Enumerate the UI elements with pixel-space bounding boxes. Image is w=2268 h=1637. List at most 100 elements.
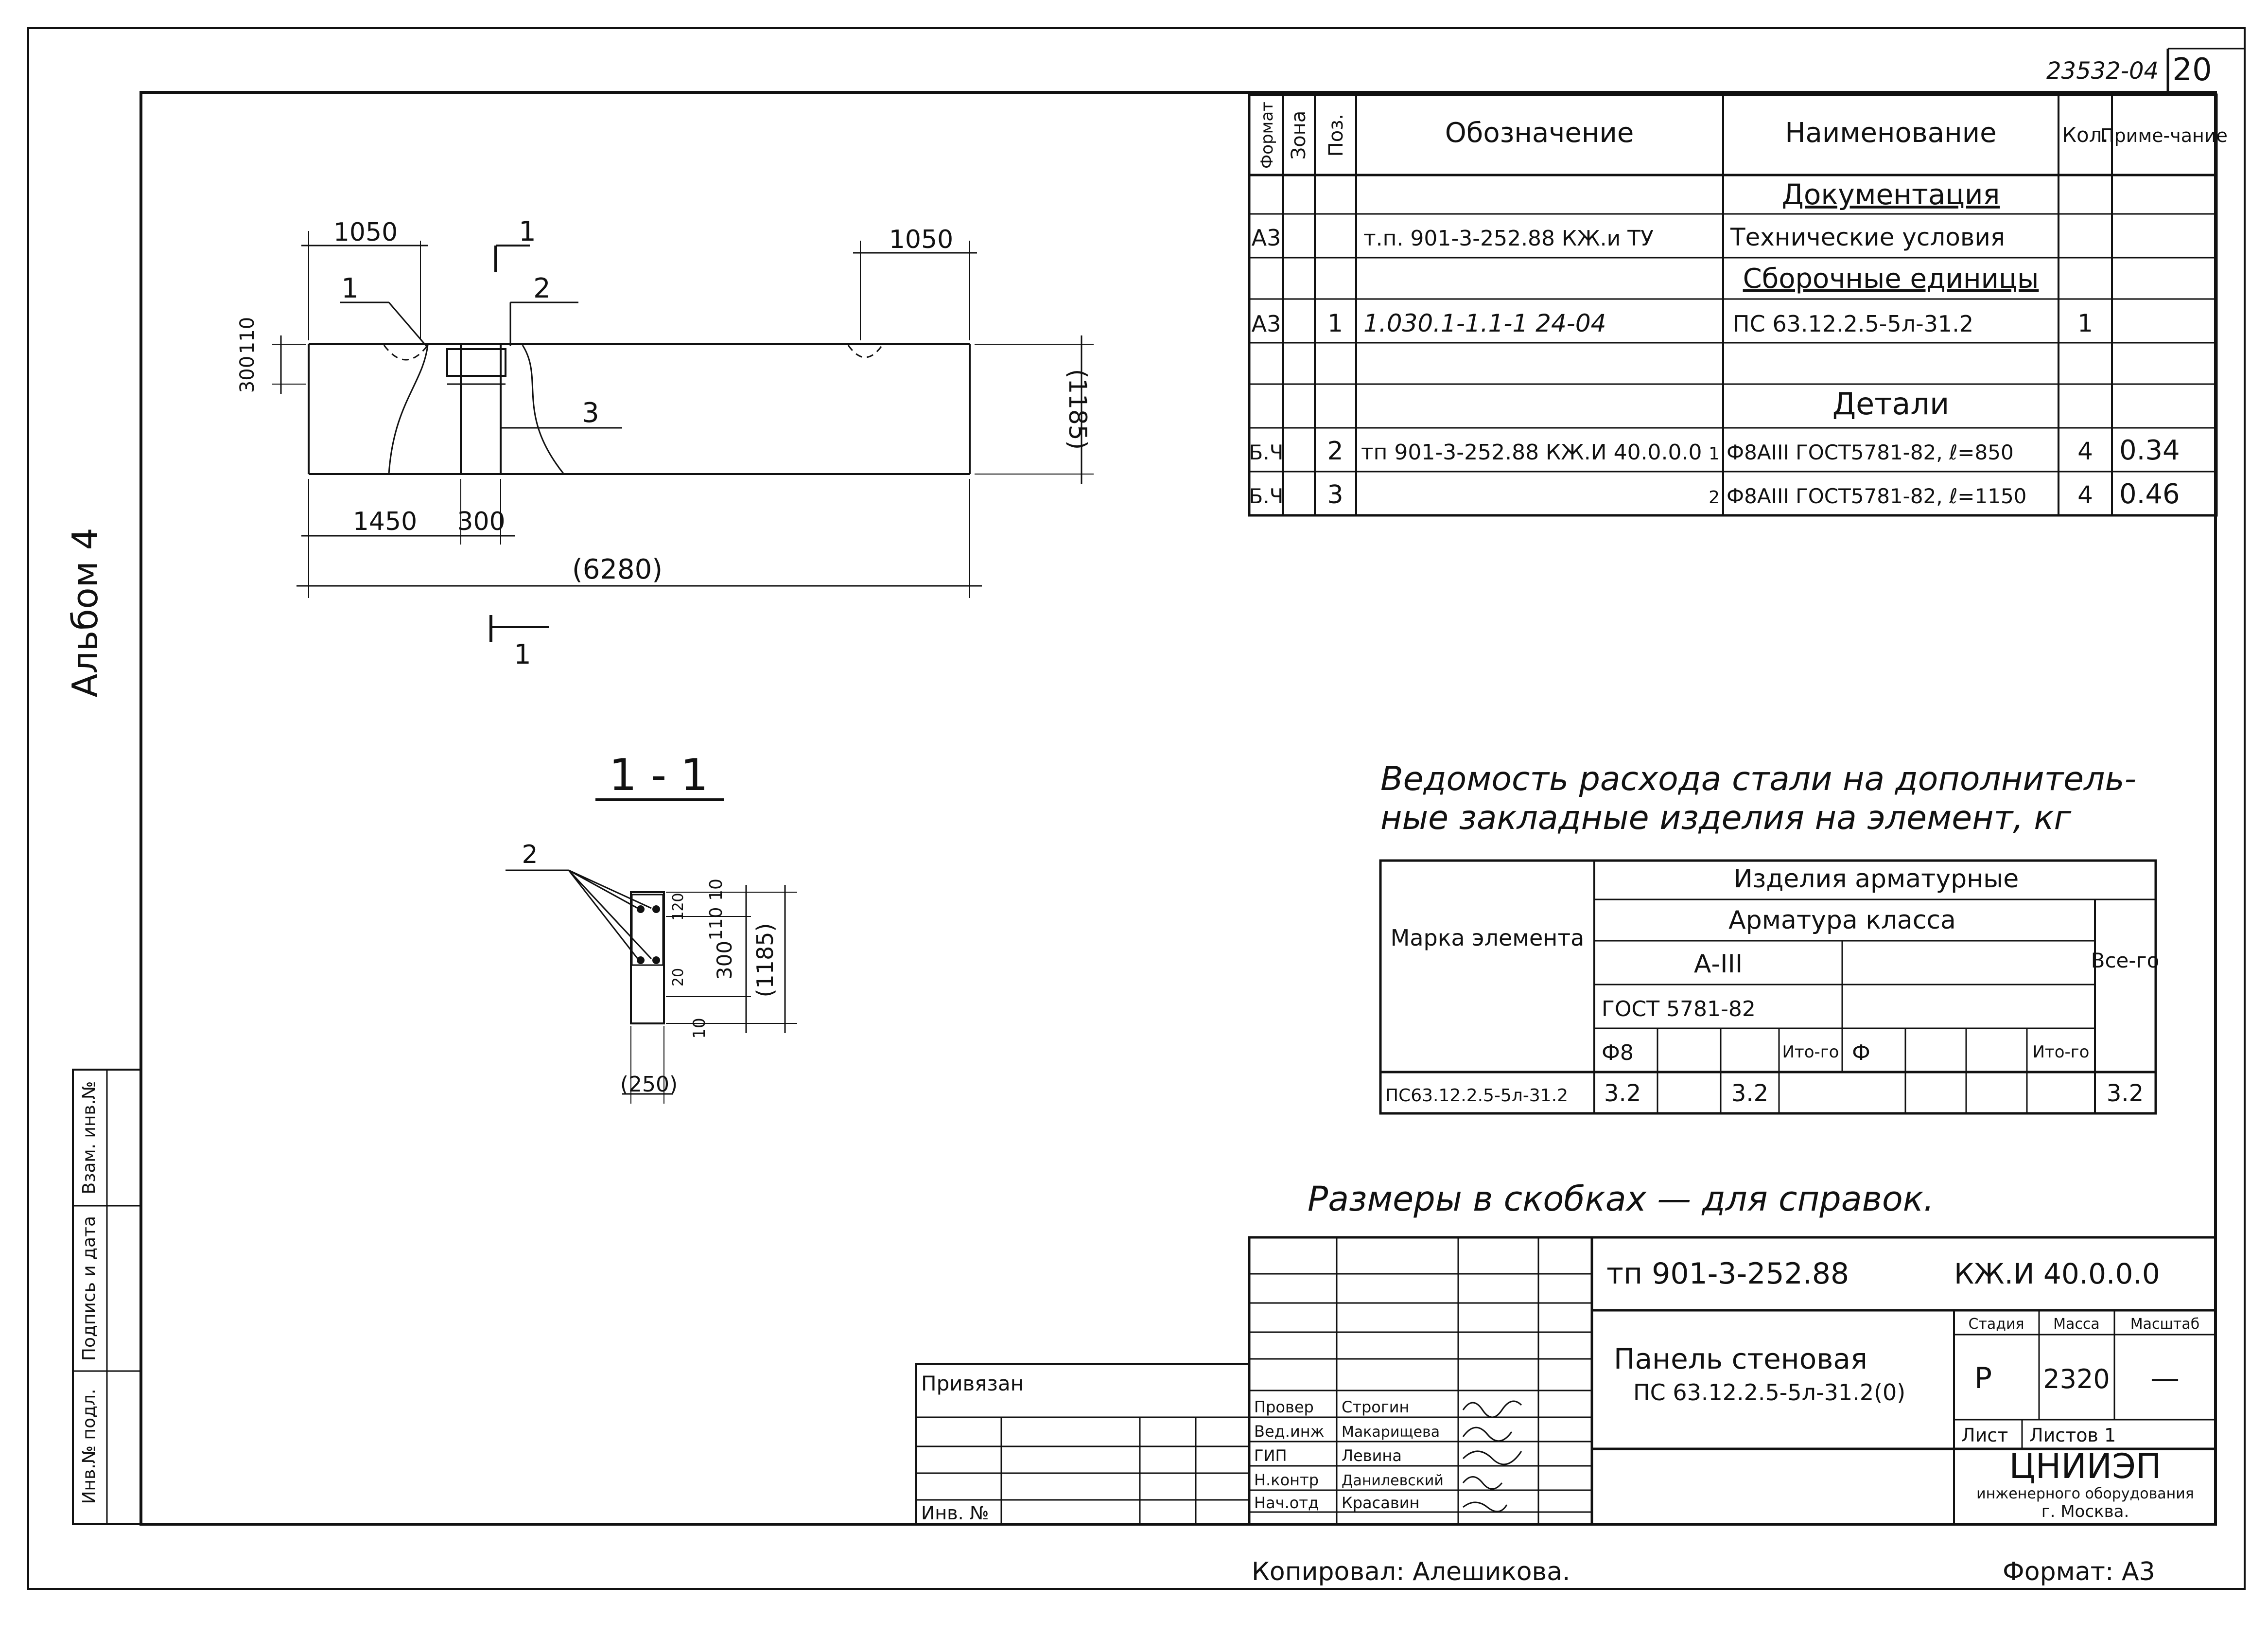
steel-mark-header: Марка элемента — [1391, 925, 1585, 951]
side-stamp-sign: Подпись и дата — [79, 1216, 99, 1361]
spec-h-qty: Кол. — [2062, 123, 2109, 147]
steel-phi: Ф — [1852, 1040, 1870, 1065]
steel-class-header: Арматура класса — [1728, 906, 1956, 935]
section-mark-bottom: 1 — [514, 639, 531, 670]
spec-det1-sub: 1 — [1709, 444, 1720, 464]
dim-300-vertical: 300 — [236, 356, 259, 393]
steel-phi8: Ф8 — [1602, 1040, 1634, 1065]
title-block — [915, 1236, 2217, 1526]
spec-det1-qty: 4 — [2077, 437, 2093, 465]
role-0: Провер — [1254, 1398, 1314, 1416]
spec-doc-format: А3 — [1252, 225, 1281, 251]
section-mark-top: 1 — [519, 216, 536, 247]
steel-group: Изделия арматурные — [1734, 864, 2019, 894]
signatures — [1462, 1400, 1522, 1513]
sec-dim-10a: 10 — [706, 879, 726, 901]
section-1-1 — [506, 869, 797, 1104]
copied-by: Копировал: Алешикова. — [1252, 1557, 1570, 1586]
spec-asm-format: А3 — [1252, 311, 1281, 337]
product-title-2: ПС 63.12.2.5-5л-31.2(0) — [1633, 1379, 1905, 1406]
steel-row-phi8: 3.2 — [1604, 1080, 1641, 1107]
spec-det1-pos: 2 — [1327, 437, 1343, 466]
spec-asm-name: ПС 63.12.2.5-5л-31.2 — [1733, 311, 1973, 337]
inv-no-label: Инв. № — [921, 1502, 989, 1524]
steel-gost: ГОСТ 5781-82 — [1602, 997, 1756, 1021]
steel-class-a3: А-III — [1694, 950, 1743, 979]
spec-det1-name: Ф8АIII ГОСТ5781-82, ℓ=850 — [1727, 440, 2014, 464]
spec-asm-designation: 1.030.1-1.1-1 24-04 — [1363, 309, 1606, 337]
dim-1050-right: 1050 — [889, 225, 953, 254]
sec-callout-2: 2 — [522, 840, 538, 869]
steel-row-mark: ПС63.12.2.5-5л-31.2 — [1385, 1086, 1568, 1106]
privyazan-label: Привязан — [921, 1372, 1024, 1395]
side-stamp-vzam: Взам. инв.№ — [79, 1081, 99, 1195]
spec-h-note: Приме-чание — [2100, 125, 2228, 146]
spec-h-name: Наименование — [1785, 117, 1996, 149]
mass-header: Масса — [2053, 1316, 2100, 1333]
spec-section-det: Детали — [1832, 386, 1950, 422]
side-stamp-inv: Инв.№ подл. — [79, 1389, 99, 1504]
spec-det2-note: 0.46 — [2119, 478, 2180, 510]
callout-3: 3 — [582, 397, 599, 429]
role-4: Нач.отд — [1254, 1494, 1319, 1512]
name-0: Строгин — [1342, 1398, 1409, 1416]
sec-dim-20: 20 — [670, 968, 687, 986]
role-2: ГИП — [1254, 1446, 1287, 1465]
spec-section-doc: Документация — [1782, 178, 2000, 211]
sec-dim-250: (250) — [620, 1072, 678, 1097]
spec-det2-pos: 3 — [1327, 480, 1343, 510]
album-label: Альбом 4 — [65, 528, 105, 697]
spec-h-zone: Зона — [1288, 111, 1310, 160]
steel-itogo-2: Ито-го — [2033, 1042, 2090, 1062]
spec-asm-qty: 1 — [2077, 309, 2093, 337]
spec-det2-sub: 2 — [1709, 488, 1720, 508]
stage-header: Стадия — [1968, 1316, 2024, 1333]
scale-header: Масштаб — [2130, 1316, 2200, 1333]
product-title-1: Панель стеновая — [1614, 1342, 1867, 1375]
side-stamp: Инв.№ подл. Подпись и дата Взам. инв.№ — [72, 1069, 142, 1525]
org-city: г. Москва. — [2041, 1502, 2129, 1521]
steel-table — [1379, 859, 2157, 1115]
spec-det2-name: Ф8АIII ГОСТ5781-82, ℓ=1150 — [1727, 484, 2026, 508]
name-2: Левина — [1342, 1446, 1402, 1465]
spec-h-designation: Обозначение — [1445, 117, 1634, 149]
note-brackets: Размеры в скобках — для справок. — [1308, 1179, 1934, 1219]
dim-1450: 1450 — [353, 507, 417, 536]
steel-row-itogo: 3.2 — [1731, 1080, 1768, 1107]
dim-1050-left: 1050 — [333, 218, 398, 247]
name-4: Красавин — [1342, 1494, 1419, 1512]
sec-dim-110: 110 — [706, 907, 726, 941]
sheets-header: Листов 1 — [2029, 1425, 2116, 1446]
steel-itogo: Ито-го — [1782, 1042, 1839, 1062]
steel-total-header: Все-го — [2091, 949, 2160, 972]
role-3: Н.контр — [1254, 1471, 1319, 1489]
sec-dim-1185: (1185) — [752, 923, 778, 998]
name-3: Данилевский — [1342, 1472, 1444, 1489]
spec-h-format: Формат — [1257, 102, 1277, 169]
spec-det2-qty: 4 — [2077, 481, 2093, 509]
spec-det1-note: 0.34 — [2119, 435, 2180, 466]
role-1: Вед.инж — [1254, 1422, 1324, 1441]
dim-110: 110 — [236, 317, 259, 354]
sec-dim-300: 300 — [713, 941, 736, 980]
steel-title-2: ные закладные изделия на элемент, кг — [1380, 799, 2072, 837]
scale-value: — — [2150, 1361, 2180, 1395]
spec-doc-designation: т.п. 901-3-252.88 КЖ.и ТУ — [1363, 226, 1654, 251]
spec-det1-format: Б.Ч — [1249, 440, 1284, 464]
spec-det2-format: Б.Ч — [1249, 484, 1284, 508]
spec-table — [1248, 93, 2218, 517]
stage-value: Р — [1974, 1361, 1992, 1395]
steel-row-total: 3.2 — [2107, 1080, 2144, 1107]
sec-dim-120: 120 — [670, 893, 687, 920]
panel-elevation — [272, 231, 1094, 642]
dim-6280: (6280) — [572, 554, 663, 585]
sec-dim-10b: 10 — [690, 1018, 709, 1039]
sheet-number: 20 — [2172, 52, 2212, 88]
mass-value: 2320 — [2043, 1364, 2110, 1394]
section-title: 1 - 1 — [609, 750, 708, 801]
callout-2: 2 — [533, 273, 551, 304]
spec-doc-name: Технические условия — [1730, 223, 2005, 251]
dim-1185: (1185) — [1064, 369, 1092, 450]
org-name: ЦНИИЭП — [2009, 1446, 2161, 1486]
